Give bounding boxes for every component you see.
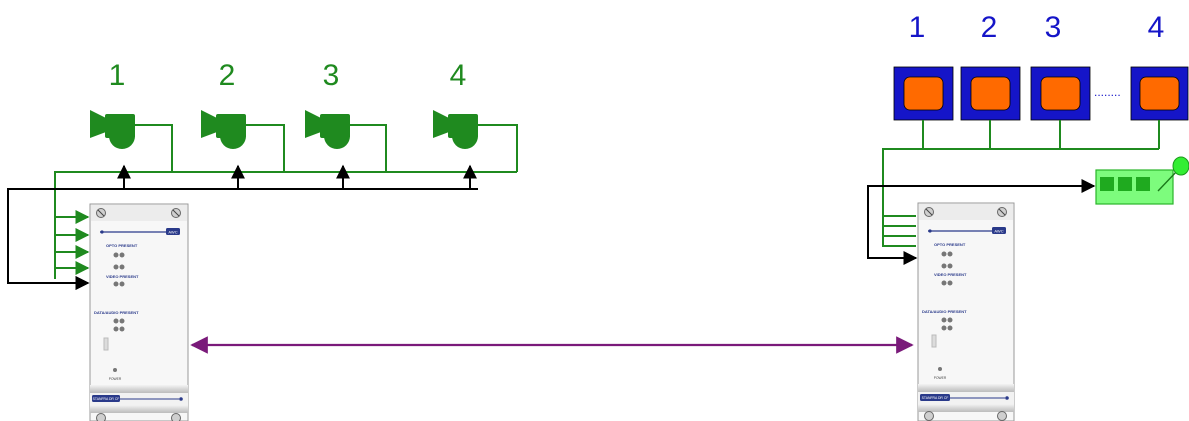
monitor-video-wiring [882, 120, 1160, 247]
left-unit-power-label: POWER [109, 377, 122, 381]
monitor-3-icon [1030, 66, 1091, 121]
right-unit-badge: AWC [994, 229, 1003, 234]
right-transceiver-unit: AWC OPTO PRESENT VIDEO PRESENT DATA/AUDI… [917, 202, 1015, 421]
monitor-4-icon [1130, 66, 1189, 121]
left-unit-opto-title: OPTO PRESENT [106, 243, 138, 248]
camera-1-label: 1 [109, 59, 126, 92]
left-unit-video-title: VIDEO PRESENT [106, 274, 139, 279]
monitor-gap-dots: ........ [1094, 85, 1121, 99]
camera-4-icon [433, 110, 478, 149]
camera-2-icon [201, 110, 246, 149]
camera-2-label: 2 [219, 59, 236, 92]
camera-1-icon [90, 110, 135, 149]
monitor-1-icon [893, 66, 954, 121]
video-input-arrows [55, 210, 90, 275]
right-unit-data-title: DATA/AUDIO PRESENT [922, 309, 967, 314]
camera-video-wiring [54, 124, 518, 279]
left-unit-brand: STANFRA DR CF [93, 397, 120, 401]
left-unit-badge: AWC [168, 230, 177, 235]
right-unit-opto-title: OPTO PRESENT [934, 242, 966, 247]
monitor-2-label: 2 [981, 11, 998, 44]
monitor-2-icon [960, 66, 1021, 121]
monitor-3-label: 3 [1045, 11, 1062, 44]
camera-3-label: 3 [323, 59, 340, 92]
left-unit-data-title: DATA/AUDIO PRESENT [94, 310, 139, 315]
control-bus-right [867, 179, 1096, 265]
control-bus-left [7, 164, 478, 290]
left-transceiver-unit: AWC OPTO PRESENT VIDEO PRESENT DATA/AUDI… [89, 203, 189, 421]
monitor-1-label: 1 [909, 11, 926, 44]
right-unit-brand: STANFRA DR CF [922, 396, 949, 400]
right-unit-power-label: POWER [934, 376, 947, 380]
monitor-4-label: 4 [1148, 11, 1165, 44]
camera-3-icon [305, 110, 350, 149]
camera-4-label: 4 [450, 59, 467, 92]
keypad-controller-icon [1095, 156, 1189, 205]
right-unit-video-title: VIDEO PRESENT [934, 272, 967, 277]
